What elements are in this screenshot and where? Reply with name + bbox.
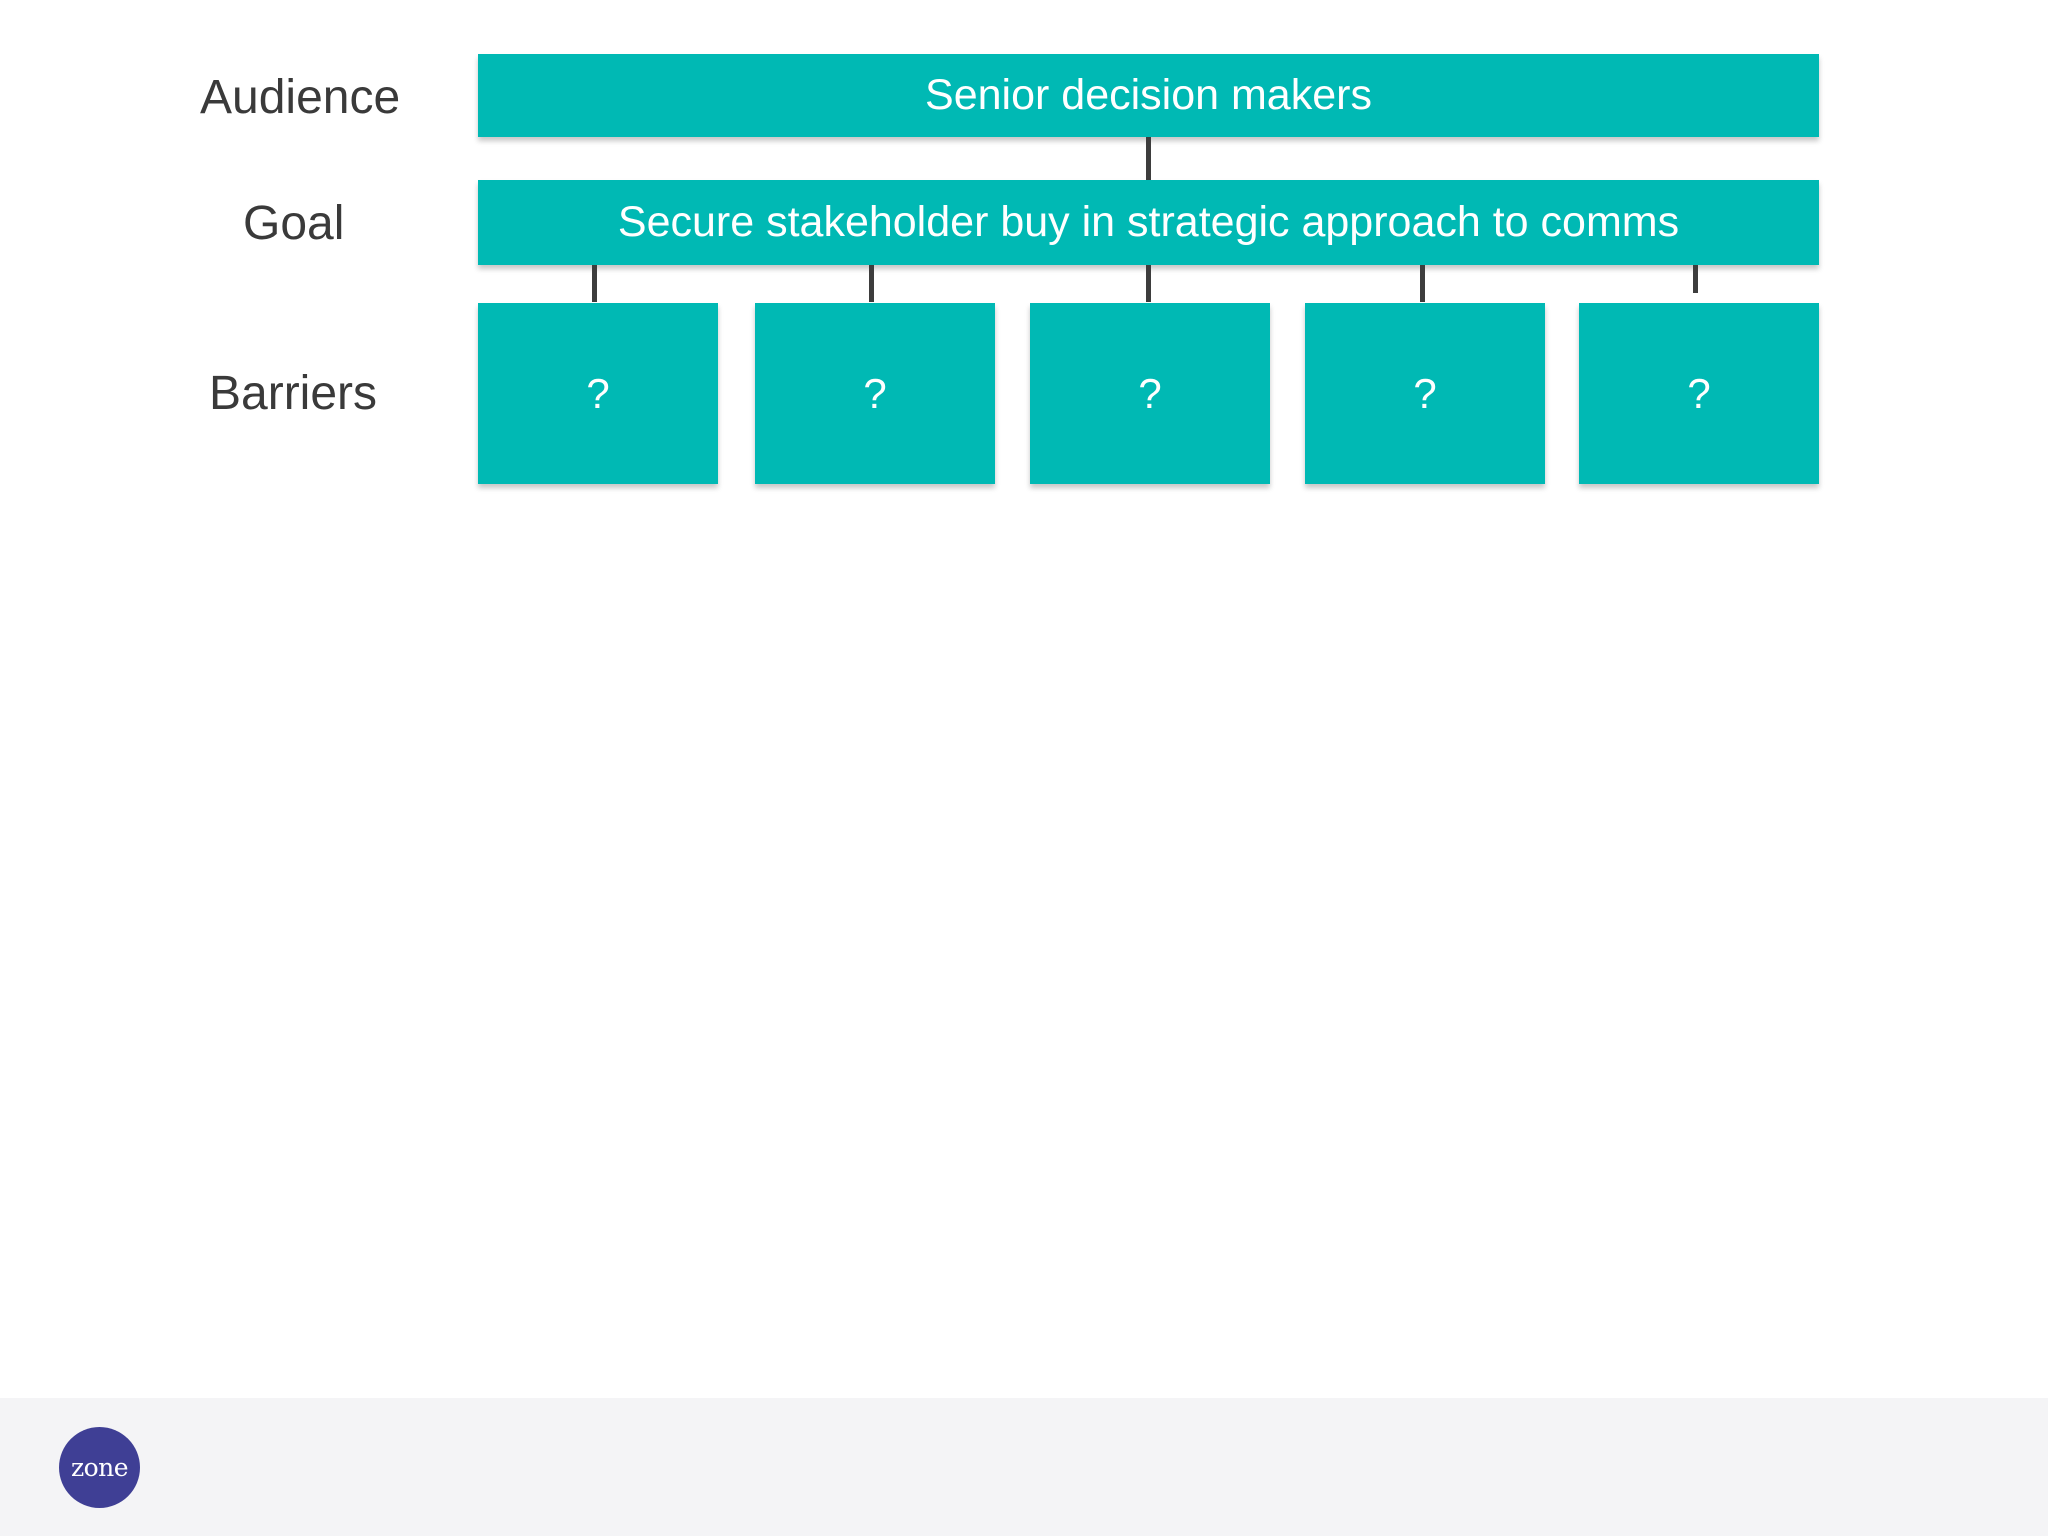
goal-row-label: Goal [243, 197, 345, 250]
barrier-box-4: ? [1305, 303, 1545, 484]
goal-box: Secure stakeholder buy in strategic appr… [478, 180, 1819, 265]
logo-text: zone [70, 1453, 129, 1482]
goal-barrier-connector-3 [1146, 265, 1151, 302]
goal-barrier-connector-5 [1693, 265, 1698, 293]
zone-logo: zone [59, 1427, 140, 1508]
goal-barrier-connector-4 [1420, 265, 1425, 302]
barrier-box-2: ? [755, 303, 995, 484]
goal-barrier-connector-1 [592, 265, 597, 302]
barrier-box-3: ? [1030, 303, 1270, 484]
barrier-box-5: ? [1579, 303, 1819, 484]
audience-box: Senior decision makers [478, 54, 1819, 137]
barriers-row-label: Barriers [209, 367, 378, 420]
slide-canvas: Audience Goal Barriers Senior decision m… [200, 54, 1819, 484]
barrier-box-1: ? [478, 303, 718, 484]
footer-bar [0, 1398, 2048, 1536]
audience-row-label: Audience [200, 71, 401, 124]
goal-barrier-connector-2 [869, 265, 874, 302]
audience-goal-connector [1146, 137, 1151, 180]
